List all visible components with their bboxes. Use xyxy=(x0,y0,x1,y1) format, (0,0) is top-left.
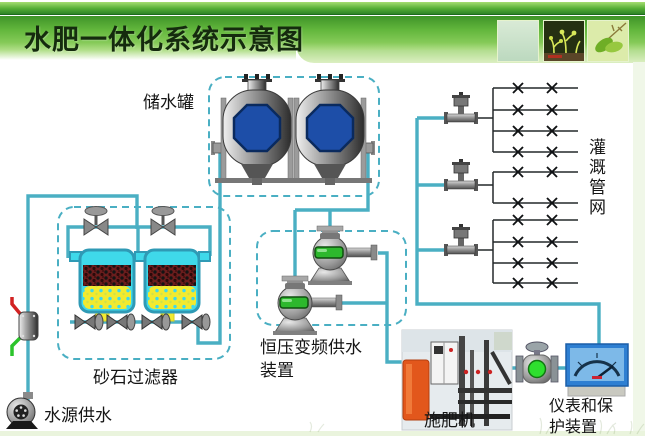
storage-tanks xyxy=(211,72,375,187)
filter-outlet-valve-icon xyxy=(106,313,136,331)
emitter-x-icon xyxy=(546,214,558,226)
emitter-x-icon xyxy=(512,82,524,94)
irrigation-branch-group xyxy=(492,166,578,209)
label-water-source: 水源供水 xyxy=(44,406,112,426)
label-fertilizer-machine: 施肥机 xyxy=(424,411,475,431)
leaves-photo-thumbnail xyxy=(587,20,629,62)
sand-filter-box xyxy=(57,206,231,360)
leaves-icon xyxy=(588,21,628,61)
page-bottom-margin xyxy=(0,431,645,436)
hydrant-valve-icon xyxy=(443,223,479,257)
grass-watermark xyxy=(309,417,645,435)
source-shutoff-valve xyxy=(10,297,39,356)
hydrant-valve-icon xyxy=(443,158,479,192)
label-pressure-pump-line1: 恒压变频供水 xyxy=(260,338,362,358)
filter-outlet-valve-icon xyxy=(74,313,104,331)
page-title: 水肥一体化系统示意图 xyxy=(24,25,304,56)
emitter-x-icon xyxy=(546,197,558,209)
label-pressure-pump-line2: 装置 xyxy=(260,361,294,381)
storage-tank-box xyxy=(208,76,380,197)
instrument-gauge xyxy=(565,343,629,397)
label-irrigation-network: 灌溉管网 xyxy=(589,138,606,218)
label-storage-tank: 储水罐 xyxy=(143,93,194,113)
emitter-x-icon xyxy=(546,236,558,248)
fertilizer-machine-photo xyxy=(401,329,513,431)
header-band-fade xyxy=(0,50,296,60)
label-instruments-line2: 护装置 xyxy=(549,417,598,436)
emitter-x-icon xyxy=(512,125,524,137)
header-top-strip xyxy=(0,2,645,15)
emitter-x-icon xyxy=(546,146,558,158)
source-pump xyxy=(6,392,38,429)
plain-green-thumbnail xyxy=(497,20,539,62)
storage-tank-2 xyxy=(286,72,374,187)
label-sand-filter: 砂石过滤器 xyxy=(93,368,178,388)
irrigation-branch-group xyxy=(492,214,578,289)
filter-inlet-valve-icon xyxy=(150,206,176,236)
emitter-x-icon xyxy=(512,277,524,289)
irrigation-branch-group xyxy=(492,82,578,158)
emitter-x-icon xyxy=(546,125,558,137)
emitter-x-icon xyxy=(546,104,558,116)
emitter-x-icon xyxy=(546,257,558,269)
seedlings-icon xyxy=(544,21,584,61)
emitter-x-icon xyxy=(512,197,524,209)
filter-tank-1 xyxy=(68,248,136,323)
irrigation-network xyxy=(492,82,578,289)
emitter-x-icon xyxy=(512,236,524,248)
filter-tank-2 xyxy=(133,248,201,323)
emitter-x-icon xyxy=(512,214,524,226)
emitter-x-icon xyxy=(546,277,558,289)
emitter-x-icon xyxy=(512,104,524,116)
emitter-x-icon xyxy=(546,166,558,178)
sand-filters xyxy=(68,206,211,331)
emitter-x-icon xyxy=(512,146,524,158)
label-instruments-line1: 仪表和保 xyxy=(549,396,614,415)
page-right-margin xyxy=(633,62,645,436)
unit-boundary-boxes xyxy=(57,76,407,360)
filter-outlet-valve-icon xyxy=(141,313,171,331)
filter-outlet-valve-icon xyxy=(181,313,211,331)
pressure-pump-1 xyxy=(307,225,378,286)
pressure-pump-box xyxy=(256,230,407,326)
filter-inlet-valve-icon xyxy=(83,206,109,236)
protection-valve xyxy=(515,341,559,384)
irrigation-hydrants xyxy=(443,91,493,257)
seedlings-photo-thumbnail xyxy=(543,20,585,62)
emitter-x-icon xyxy=(512,257,524,269)
pressure-pumps xyxy=(272,225,378,336)
hydrant-valve-icon xyxy=(443,91,479,125)
emitter-x-icon xyxy=(546,82,558,94)
emitter-x-icon xyxy=(512,166,524,178)
storage-tank-1 xyxy=(213,72,301,187)
